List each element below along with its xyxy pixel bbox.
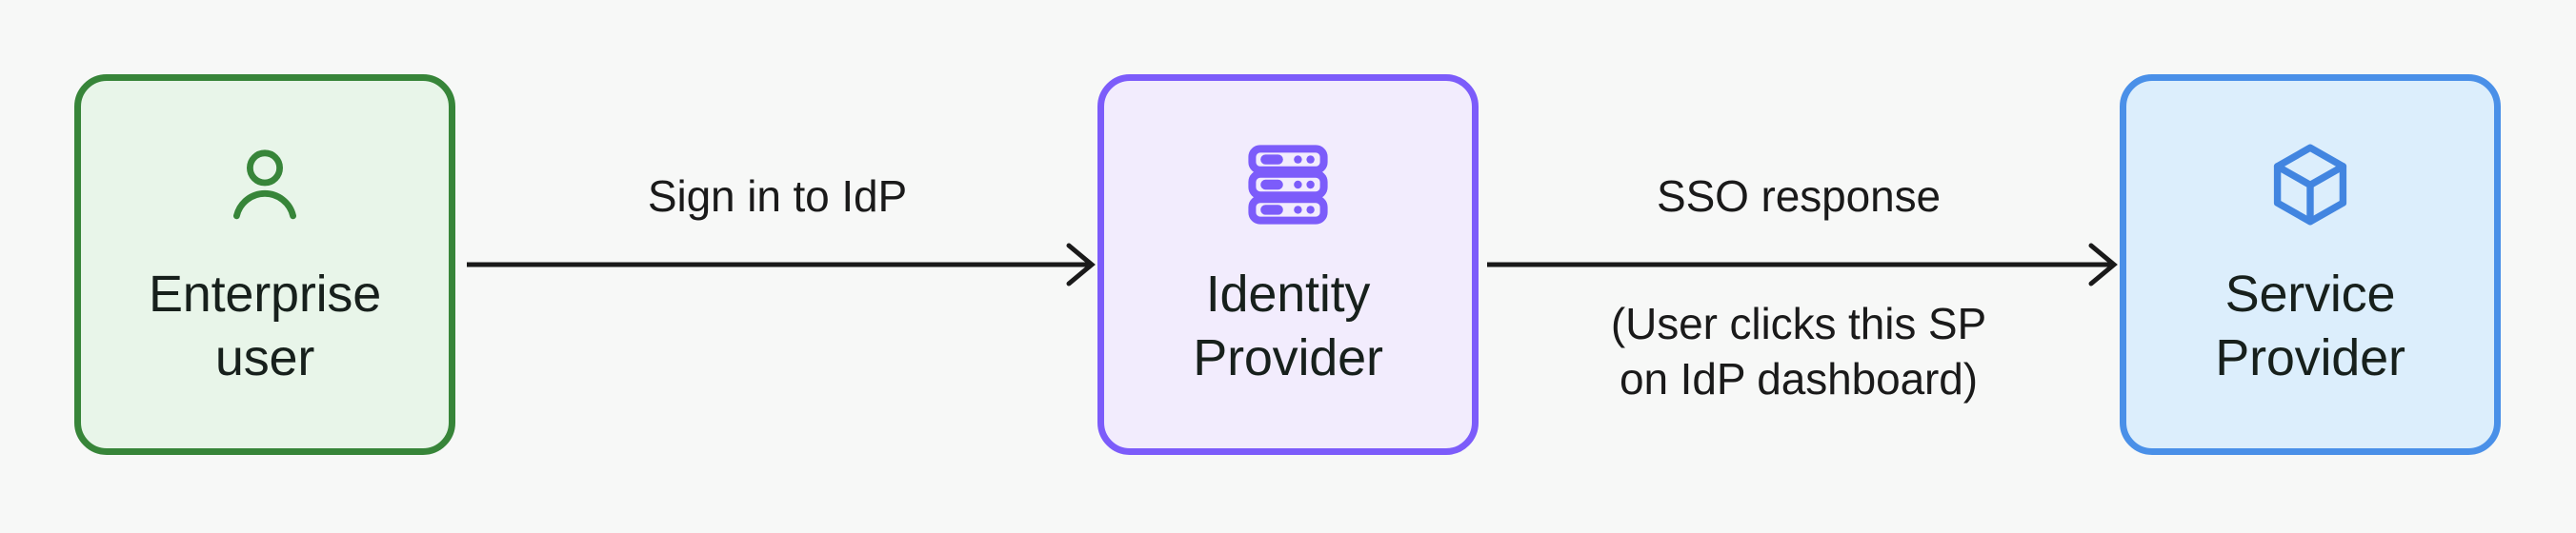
arrow-sign-in-to-idp	[467, 243, 1096, 286]
server-rack-icon	[1242, 139, 1334, 230]
node-label-enterprise-user: Enterprise user	[148, 266, 382, 386]
node-label-service-provider: Service Provider	[2215, 266, 2405, 386]
node-label-identity-provider: Identity Provider	[1193, 266, 1383, 386]
cube-icon	[2264, 139, 2356, 230]
edge-label-sign-in-to-idp: Sign in to IdP	[647, 171, 908, 222]
node-service-provider[interactable]: Service Provider	[2120, 74, 2501, 455]
edge-note-sso-response: (User clicks this SP on IdP dashboard)	[1610, 299, 1987, 404]
edge-sso-response: SSO response (User clicks this SP on IdP…	[1476, 0, 2122, 533]
node-enterprise-user[interactable]: Enterprise user	[74, 74, 455, 455]
arrow-sso-response	[1487, 243, 2118, 286]
edge-sign-in-to-idp: Sign in to IdP	[455, 0, 1099, 533]
node-identity-provider[interactable]: Identity Provider	[1097, 74, 1479, 455]
user-icon	[219, 139, 311, 230]
edge-label-sso-response: SSO response	[1657, 171, 1941, 222]
